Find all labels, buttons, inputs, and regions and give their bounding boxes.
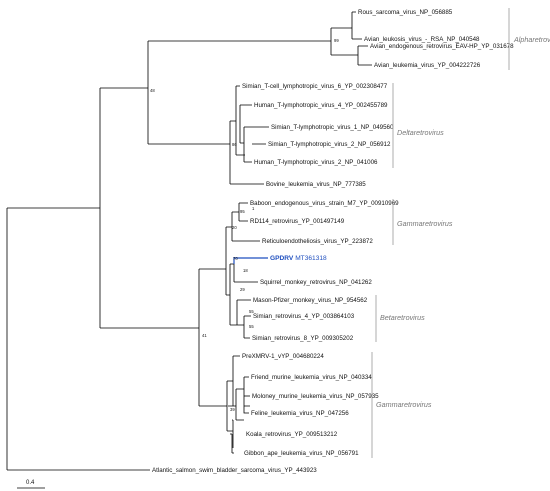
leaf-htlv2: Human_T-lymphotropic_virus_2_NP_041006 bbox=[254, 159, 378, 166]
tree-leaves: Rous_sarcoma_virus_NP_056885 Avian_leuko… bbox=[152, 9, 514, 474]
tree-branches bbox=[6, 11, 372, 471]
leaf-stlv1: Simian_T-lymphotropic_virus_1_NP_049560 bbox=[271, 124, 394, 131]
support-99: 99 bbox=[334, 38, 339, 43]
support-86: 86 bbox=[232, 142, 237, 147]
scale-bar: 0.4 bbox=[17, 480, 45, 489]
leaf-rd114: RD114_retrovirus_YP_001497149 bbox=[250, 218, 345, 225]
leaf-avian-endogenous: Avian_endogenous_retrovirus_EAV-HP_YP_03… bbox=[370, 43, 514, 50]
support-55-lower: 55 bbox=[249, 324, 254, 329]
support-39: 39 bbox=[230, 407, 235, 412]
branch-gamma-upper bbox=[231, 202, 260, 242]
leaf-koala: Koala_retrovirus_YP_009513212 bbox=[246, 431, 338, 438]
clade-annotations: Alpharetrovirus Deltaretrovirus Gammaret… bbox=[371, 8, 550, 458]
support-70: 70 bbox=[233, 256, 238, 261]
leaf-mason-pfizer: Mason-Pfizer_monkey_virus_NP_954562 bbox=[253, 297, 368, 304]
clade-label-delta: Deltaretrovirus bbox=[397, 128, 444, 137]
support-values: 99 48 86 95 1 20 70 18 29 41 55 55 39 bbox=[150, 38, 339, 412]
leaf-htlv4: Human_T-lymphotropic_virus_4_YP_00245578… bbox=[254, 102, 388, 109]
leaf-friend-murine: Friend_murine_leukemia_virus_NP_040334 bbox=[251, 374, 372, 381]
clade-label-gamma-upper: Gammaretrovirus bbox=[397, 219, 453, 228]
leaf-gibbon-ape: Gibbon_ape_leukemia_virus_NP_056791 bbox=[244, 450, 359, 457]
branch-node-70 bbox=[229, 263, 251, 339]
support-95: 95 bbox=[240, 209, 245, 214]
leaf-baboon-endogenous: Baboon_endogenous_virus_strain_M7_YP_009… bbox=[250, 200, 399, 207]
branch-alpha bbox=[330, 11, 372, 66]
branch-delta bbox=[229, 85, 269, 185]
leaf-rous-sarcoma: Rous_sarcoma_virus_NP_056885 bbox=[358, 9, 453, 16]
branch-node-20 bbox=[225, 226, 232, 296]
leaf-moloney-murine: Moloney_murine_leukemia_virus_NP_057935 bbox=[252, 393, 379, 400]
leaf-simian-retrovirus-8: Simian_retrovirus_8_YP_009305202 bbox=[252, 335, 354, 342]
branch-feline bbox=[243, 406, 249, 414]
clade-label-gamma-lower: Gammaretrovirus bbox=[376, 400, 432, 409]
leaf-bovine-leukemia: Bovine_leukemia_virus_NP_777385 bbox=[266, 181, 366, 188]
leaf-reticuloendotheliosis: Reticuloendotheliosis_virus_YP_223872 bbox=[262, 238, 373, 245]
leaf-feline-leukemia: Feline_leukemia_virus_NP_047256 bbox=[251, 410, 349, 417]
branch-gpdrv bbox=[233, 257, 268, 264]
leaf-avian-leukemia: Avian_leukemia_virus_YP_004222726 bbox=[374, 62, 481, 69]
tree-leaf-connectors bbox=[18, 395, 250, 471]
support-29: 29 bbox=[240, 287, 245, 292]
leaf-atlantic-salmon: Atlantic_salmon_swim_bladder_sarcoma_vir… bbox=[152, 467, 317, 474]
leaf-gpdrv-accession: MT361318 bbox=[295, 255, 327, 262]
support-41: 41 bbox=[202, 333, 207, 338]
support-48: 48 bbox=[150, 88, 155, 93]
leaf-gpdrv: GPDRV MT361318 bbox=[270, 255, 327, 262]
leaf-stlv6: Simian_T-cell_lymphotropic_virus_6_YP_00… bbox=[242, 83, 388, 90]
branch-node-48 bbox=[147, 40, 331, 145]
scale-bar-label: 0.4 bbox=[26, 480, 35, 486]
branch-node-41 bbox=[198, 268, 227, 407]
branch-root bbox=[6, 207, 100, 471]
branch-gamma-lower bbox=[226, 355, 250, 454]
leaf-prexmrv: PreXMRV-1_vYP_004680224 bbox=[242, 353, 324, 360]
clade-label-beta: Betaretrovirus bbox=[380, 313, 425, 322]
support-1: 1 bbox=[252, 206, 255, 211]
clade-label-alpha: Alpharetrovirus bbox=[513, 35, 550, 44]
leaf-avian-leukosis-rsa: Avian_leukosis_virus_-_RSA_NP_040548 bbox=[364, 36, 480, 43]
support-20: 20 bbox=[232, 225, 237, 230]
branch-ingroup bbox=[99, 87, 199, 329]
leaf-squirrel-monkey: Squirrel_monkey_retrovirus_NP_041262 bbox=[260, 279, 372, 286]
support-55-upper: 55 bbox=[249, 309, 254, 314]
leaf-stlv2: Simian_T-lymphotropic_virus_2_NP_056912 bbox=[268, 141, 391, 148]
branch-squirrel bbox=[233, 264, 258, 283]
leaf-gpdrv-name: GPDRV bbox=[270, 255, 294, 262]
leaf-simian-retrovirus-4: Simian_retrovirus_4_YP_003864103 bbox=[253, 313, 355, 320]
support-18: 18 bbox=[243, 268, 248, 273]
